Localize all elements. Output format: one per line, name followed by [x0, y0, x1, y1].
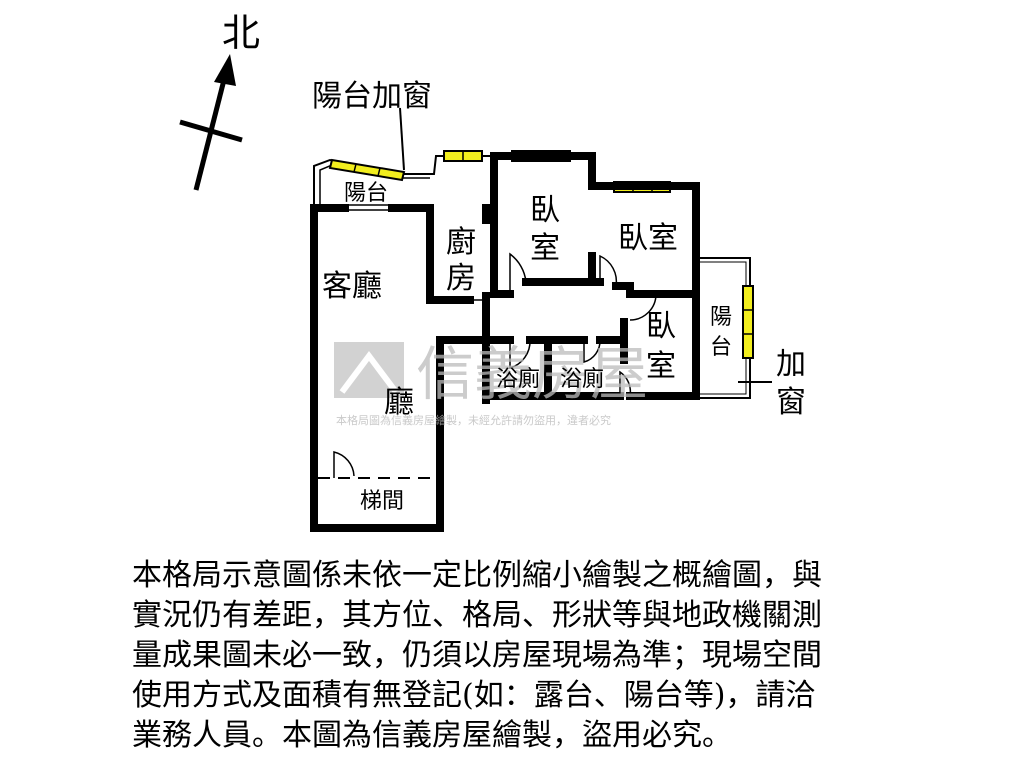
- north-arrow-icon: [179, 54, 243, 191]
- add-window-label-2: 窗: [776, 385, 806, 420]
- disclaimer-text: 本格局示意圖係未依一定比例縮小繪製之概繪圖，與 實況仍有差距，其方位、格局、形狀…: [132, 558, 822, 753]
- balcony-sliding-door-right: [693, 296, 700, 376]
- watermark: 信義房屋 本格局圖為信義房屋繪製，未經允許請勿盜用，違者必究: [334, 340, 648, 427]
- leader-line: [399, 107, 405, 171]
- watermark-notice: 本格局圖為信義房屋繪製，未經允許請勿盜用，違者必究: [336, 413, 611, 427]
- living-label: 客廳: [322, 269, 382, 304]
- bedroom3-label-1: 臥: [646, 309, 676, 344]
- bedroom3-label-2: 室: [646, 349, 676, 384]
- add-window-label-1: 加: [776, 347, 806, 382]
- window-balcony: [328, 158, 406, 182]
- window-right: [742, 285, 754, 359]
- bedroom1-label-2: 室: [530, 231, 560, 266]
- watermark-brand: 信義房屋: [416, 340, 648, 408]
- kitchen-label-2: 房: [446, 261, 476, 296]
- floor-plan: 北 陽台加窗: [179, 11, 806, 532]
- balcony-window-label: 陽台加窗: [312, 79, 432, 114]
- door-swings: [333, 252, 657, 478]
- stairwell-label: 梯間: [360, 489, 404, 514]
- bedroom1-label-1: 臥: [530, 193, 560, 228]
- balcony-top-label: 陽台: [344, 181, 388, 206]
- balcony-right-label-1: 陽: [710, 305, 732, 330]
- balcony-right-label-2: 台: [710, 335, 732, 360]
- balcony-sliding-door: [345, 204, 392, 211]
- window-top-1: [443, 150, 483, 162]
- north-label: 北: [222, 11, 260, 55]
- bath1-label: 浴廁: [496, 367, 540, 392]
- hall-label: 廳: [384, 385, 414, 420]
- bath2-label: 浴廁: [560, 367, 604, 392]
- kitchen-label-1: 廚: [446, 225, 476, 260]
- bedroom2-label: 臥室: [618, 221, 678, 256]
